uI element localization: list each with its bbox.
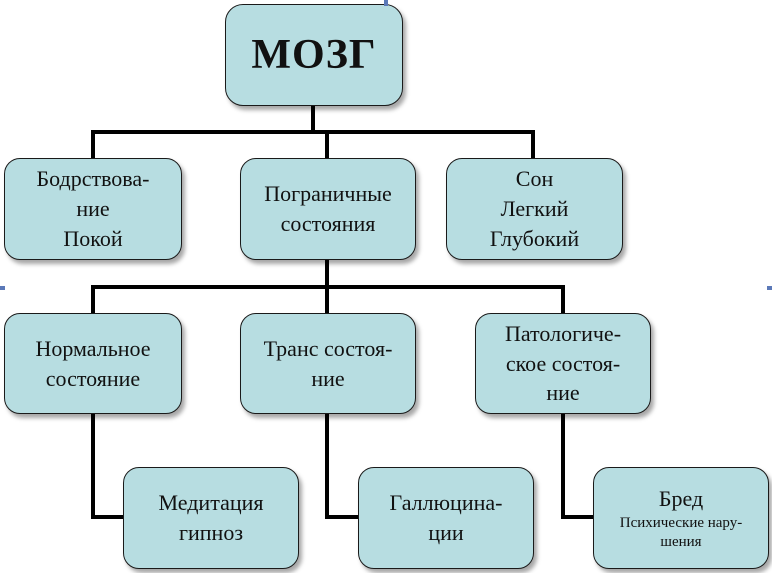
node-trance-line-1: Транс состоя- <box>263 335 393 361</box>
node-trance-state: Транс состоя- ние <box>240 313 416 414</box>
node-sleep-line-3: Глубокий <box>489 225 580 251</box>
connector-trance-hallucination <box>325 412 360 519</box>
node-borderline-line-2: состояния <box>280 211 376 236</box>
node-wakefulness-line-3: Покой <box>63 225 123 251</box>
node-brain: МОЗГ <box>225 4 403 106</box>
node-meditation: Медитация гипноз <box>123 467 299 569</box>
node-sleep: Сон Легкий Глубокий <box>446 158 623 260</box>
node-normal-line-1: Нормальное <box>35 335 151 361</box>
node-delusion: Бред Психические нару- шения <box>593 467 769 569</box>
node-brain-label: МОЗГ <box>251 31 377 78</box>
connector-normal-meditation <box>91 412 125 519</box>
node-sleep-line-1: Сон <box>515 166 554 192</box>
node-delusion-line-1: Психические нару- <box>619 515 743 532</box>
node-pathological-state: Патологиче- ское состоя- ние <box>475 313 651 414</box>
node-hallucinations: Галлюцина- ции <box>358 467 534 569</box>
node-meditation-line-1: Медитация <box>158 490 264 516</box>
node-hallucinations-line-2: ции <box>428 520 464 545</box>
node-borderline-states: Пограничные состояния <box>240 158 416 260</box>
node-delusion-line-2: шения <box>660 533 702 550</box>
node-delusion-title: Бред <box>658 486 704 512</box>
node-normal-line-2: состояние <box>45 365 141 391</box>
node-wakefulness-line-2: ние <box>76 196 110 222</box>
node-hallucinations-line-1: Галлюцина- <box>389 490 503 516</box>
node-wakefulness: Бодрствова- ние Покой <box>4 158 182 260</box>
node-sleep-line-2: Легкий <box>500 196 569 222</box>
node-pathological-line-3: ние <box>546 380 580 406</box>
node-meditation-line-2: гипноз <box>178 520 244 545</box>
edge-marker-left <box>0 286 5 290</box>
edge-marker-right <box>767 286 772 290</box>
node-pathological-line-2: ское состоя- <box>505 350 621 376</box>
node-wakefulness-line-1: Бодрствова- <box>36 166 150 192</box>
edge-marker-top <box>384 0 388 6</box>
connector-pathology-delusion <box>561 412 595 519</box>
node-trance-line-2: ние <box>311 365 345 391</box>
node-borderline-line-1: Пограничные <box>264 181 392 207</box>
node-normal-state: Нормальное состояние <box>4 313 182 414</box>
node-pathological-line-1: Патологиче- <box>504 320 622 346</box>
